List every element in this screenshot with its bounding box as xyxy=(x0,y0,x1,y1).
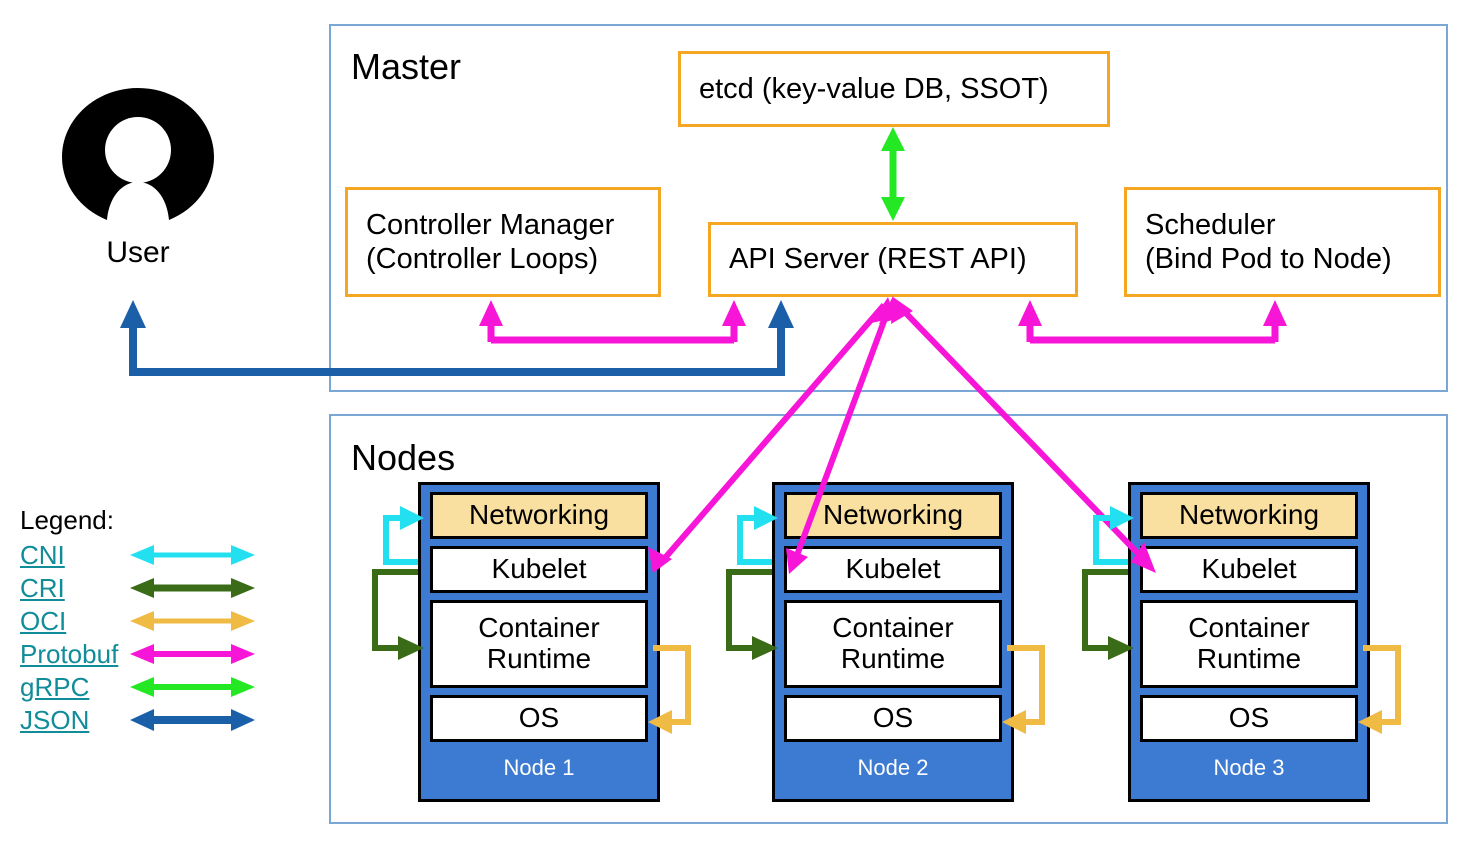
node-layer-os[interactable]: OS xyxy=(1140,695,1358,742)
legend-arrow-json xyxy=(130,709,255,732)
etcd-box[interactable]: etcd (key-value DB, SSOT) xyxy=(678,51,1110,127)
legend-label-protobuf[interactable]: Protobuf xyxy=(20,638,119,669)
api-server-box[interactable]: API Server (REST API) xyxy=(708,222,1078,297)
node-layer-container-runtime[interactable]: Container Runtime xyxy=(1140,600,1358,688)
master-section-title: Master xyxy=(351,46,462,87)
controller-manager-box[interactable]: Controller Manager (Controller Loops) xyxy=(345,187,661,297)
user-avatar-icon xyxy=(62,88,214,226)
legend-row-grpc[interactable]: gRPC xyxy=(20,671,255,704)
node-caption: Node 1 xyxy=(503,755,575,780)
node-box[interactable]: Networking Kubelet Container Runtime OS … xyxy=(1128,482,1370,802)
node-layer-container-runtime[interactable]: Container Runtime xyxy=(430,600,648,688)
legend-label-grpc[interactable]: gRPC xyxy=(20,671,90,702)
legend-row-protobuf[interactable]: Protobuf xyxy=(20,638,255,671)
node-box[interactable]: Networking Kubelet Container Runtime OS … xyxy=(772,482,1014,802)
legend-row-cni[interactable]: CNI xyxy=(20,539,255,572)
legend-row-json[interactable]: JSON xyxy=(20,704,255,737)
node-layer-container-runtime[interactable]: Container Runtime xyxy=(784,600,1002,688)
legend-arrow-cri xyxy=(130,578,255,599)
node-layer-os[interactable]: OS xyxy=(784,695,1002,742)
node-layer-kubelet[interactable]: Kubelet xyxy=(430,546,648,593)
scheduler-box[interactable]: Scheduler (Bind Pod to Node) xyxy=(1124,187,1441,297)
node-layer-os[interactable]: OS xyxy=(430,695,648,742)
legend-label-cni[interactable]: CNI xyxy=(20,539,65,570)
node-layer-kubelet[interactable]: Kubelet xyxy=(784,546,1002,593)
legend-label-oci[interactable]: OCI xyxy=(20,605,67,636)
node-caption: Node 2 xyxy=(857,755,929,780)
user-label: User xyxy=(106,236,170,269)
nodes-section-title: Nodes xyxy=(351,437,456,478)
legend-label-json[interactable]: JSON xyxy=(20,704,90,735)
node-layer-kubelet[interactable]: Kubelet xyxy=(1140,546,1358,593)
legend-arrow-protobuf xyxy=(130,644,255,665)
legend-arrow-oci xyxy=(130,611,255,632)
node-box[interactable]: Networking Kubelet Container Runtime OS … xyxy=(418,482,660,802)
node-layer-networking[interactable]: Networking xyxy=(430,492,648,539)
legend-arrow-cni xyxy=(130,545,255,566)
legend: Legend: CNI CRI OCI xyxy=(20,505,255,737)
legend-row-oci[interactable]: OCI xyxy=(20,605,255,638)
node-layer-networking[interactable]: Networking xyxy=(1140,492,1358,539)
node-layer-networking[interactable]: Networking xyxy=(784,492,1002,539)
node-caption: Node 3 xyxy=(1213,755,1285,780)
legend-label-cri[interactable]: CRI xyxy=(20,572,65,603)
legend-arrow-grpc xyxy=(130,677,255,698)
legend-title: Legend: xyxy=(20,505,114,535)
legend-row-cri[interactable]: CRI xyxy=(20,572,255,605)
